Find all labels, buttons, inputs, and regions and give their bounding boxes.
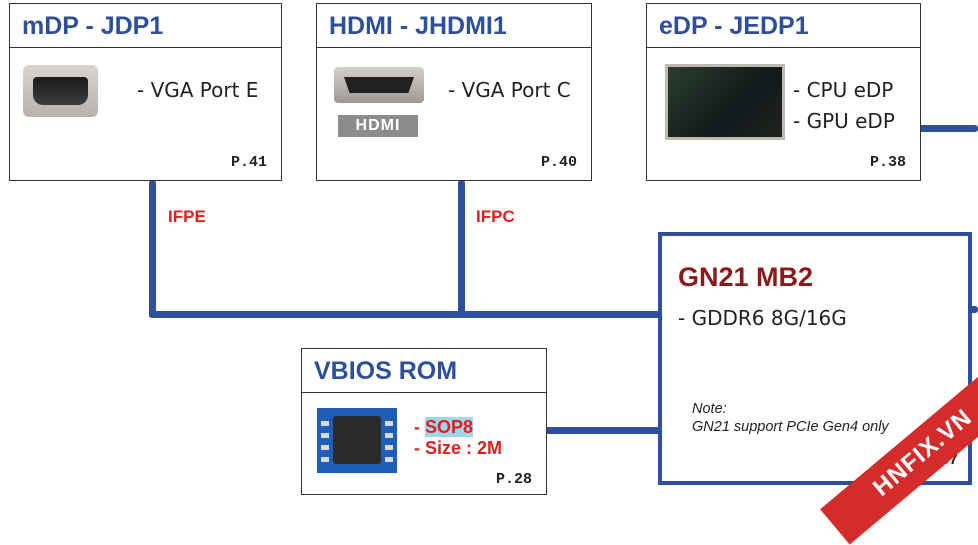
connector-vbios	[545, 427, 661, 434]
signal-label-ifpc: IFPC	[476, 207, 515, 226]
hdmi-port-description: - VGA Port C	[448, 78, 571, 102]
rom-chip-image	[317, 408, 397, 473]
edp-block: eDP - JEDP1 - CPU eDP - GPU eDP P.38	[646, 3, 921, 181]
gpu-note-text: GN21 support PCIe Gen4 only	[692, 419, 889, 435]
edp-gpu-description: - GPU eDP	[793, 109, 895, 133]
connector-hdmi-vertical	[458, 180, 465, 318]
mdp-block: mDP - JDP1 - VGA Port E P.41	[9, 3, 282, 181]
hdmi-page-ref: P.40	[540, 154, 577, 171]
mdp-block-title: mDP - JDP1	[10, 4, 281, 48]
rom-size: - Size : 2M	[414, 438, 503, 458]
hdmi-block: HDMI - JHDMI1 HDMI - VGA Port C P.40	[316, 3, 592, 181]
edp-cpu-description: - CPU eDP	[793, 78, 894, 102]
connector-edp	[917, 125, 978, 132]
vbios-page-ref: P.28	[495, 471, 532, 488]
vbios-block-title: VBIOS ROM	[302, 349, 546, 393]
gpu-block-title: GN21 MB2	[678, 262, 814, 292]
hdmi-port-image: HDMI	[332, 63, 427, 143]
gpu-note-label: Note:	[692, 401, 727, 417]
connector-display-bus	[149, 311, 661, 318]
edp-block-title: eDP - JEDP1	[647, 4, 920, 48]
rom-package-dash: -	[414, 417, 425, 437]
connector-mdp-vertical	[149, 180, 156, 318]
hdmi-logo: HDMI	[338, 115, 418, 137]
edp-panel-image	[665, 64, 785, 140]
mini-displayport-image	[23, 65, 98, 117]
rom-package-type: SOP8	[425, 417, 474, 437]
gpu-memory-description: - GDDR6 8G/16G	[678, 306, 847, 330]
mdp-page-ref: P.41	[230, 154, 267, 171]
hdmi-block-title: HDMI - JHDMI1	[317, 4, 591, 48]
mdp-port-description: - VGA Port E	[137, 78, 259, 102]
vbios-block: VBIOS ROM - SOP8 - Size : 2M P.28	[301, 348, 547, 495]
rom-package-line: - SOP8	[414, 417, 474, 438]
connector-gpu-right	[966, 306, 978, 313]
edp-page-ref: P.38	[869, 154, 906, 171]
signal-label-ifpe: IFPE	[168, 207, 206, 226]
